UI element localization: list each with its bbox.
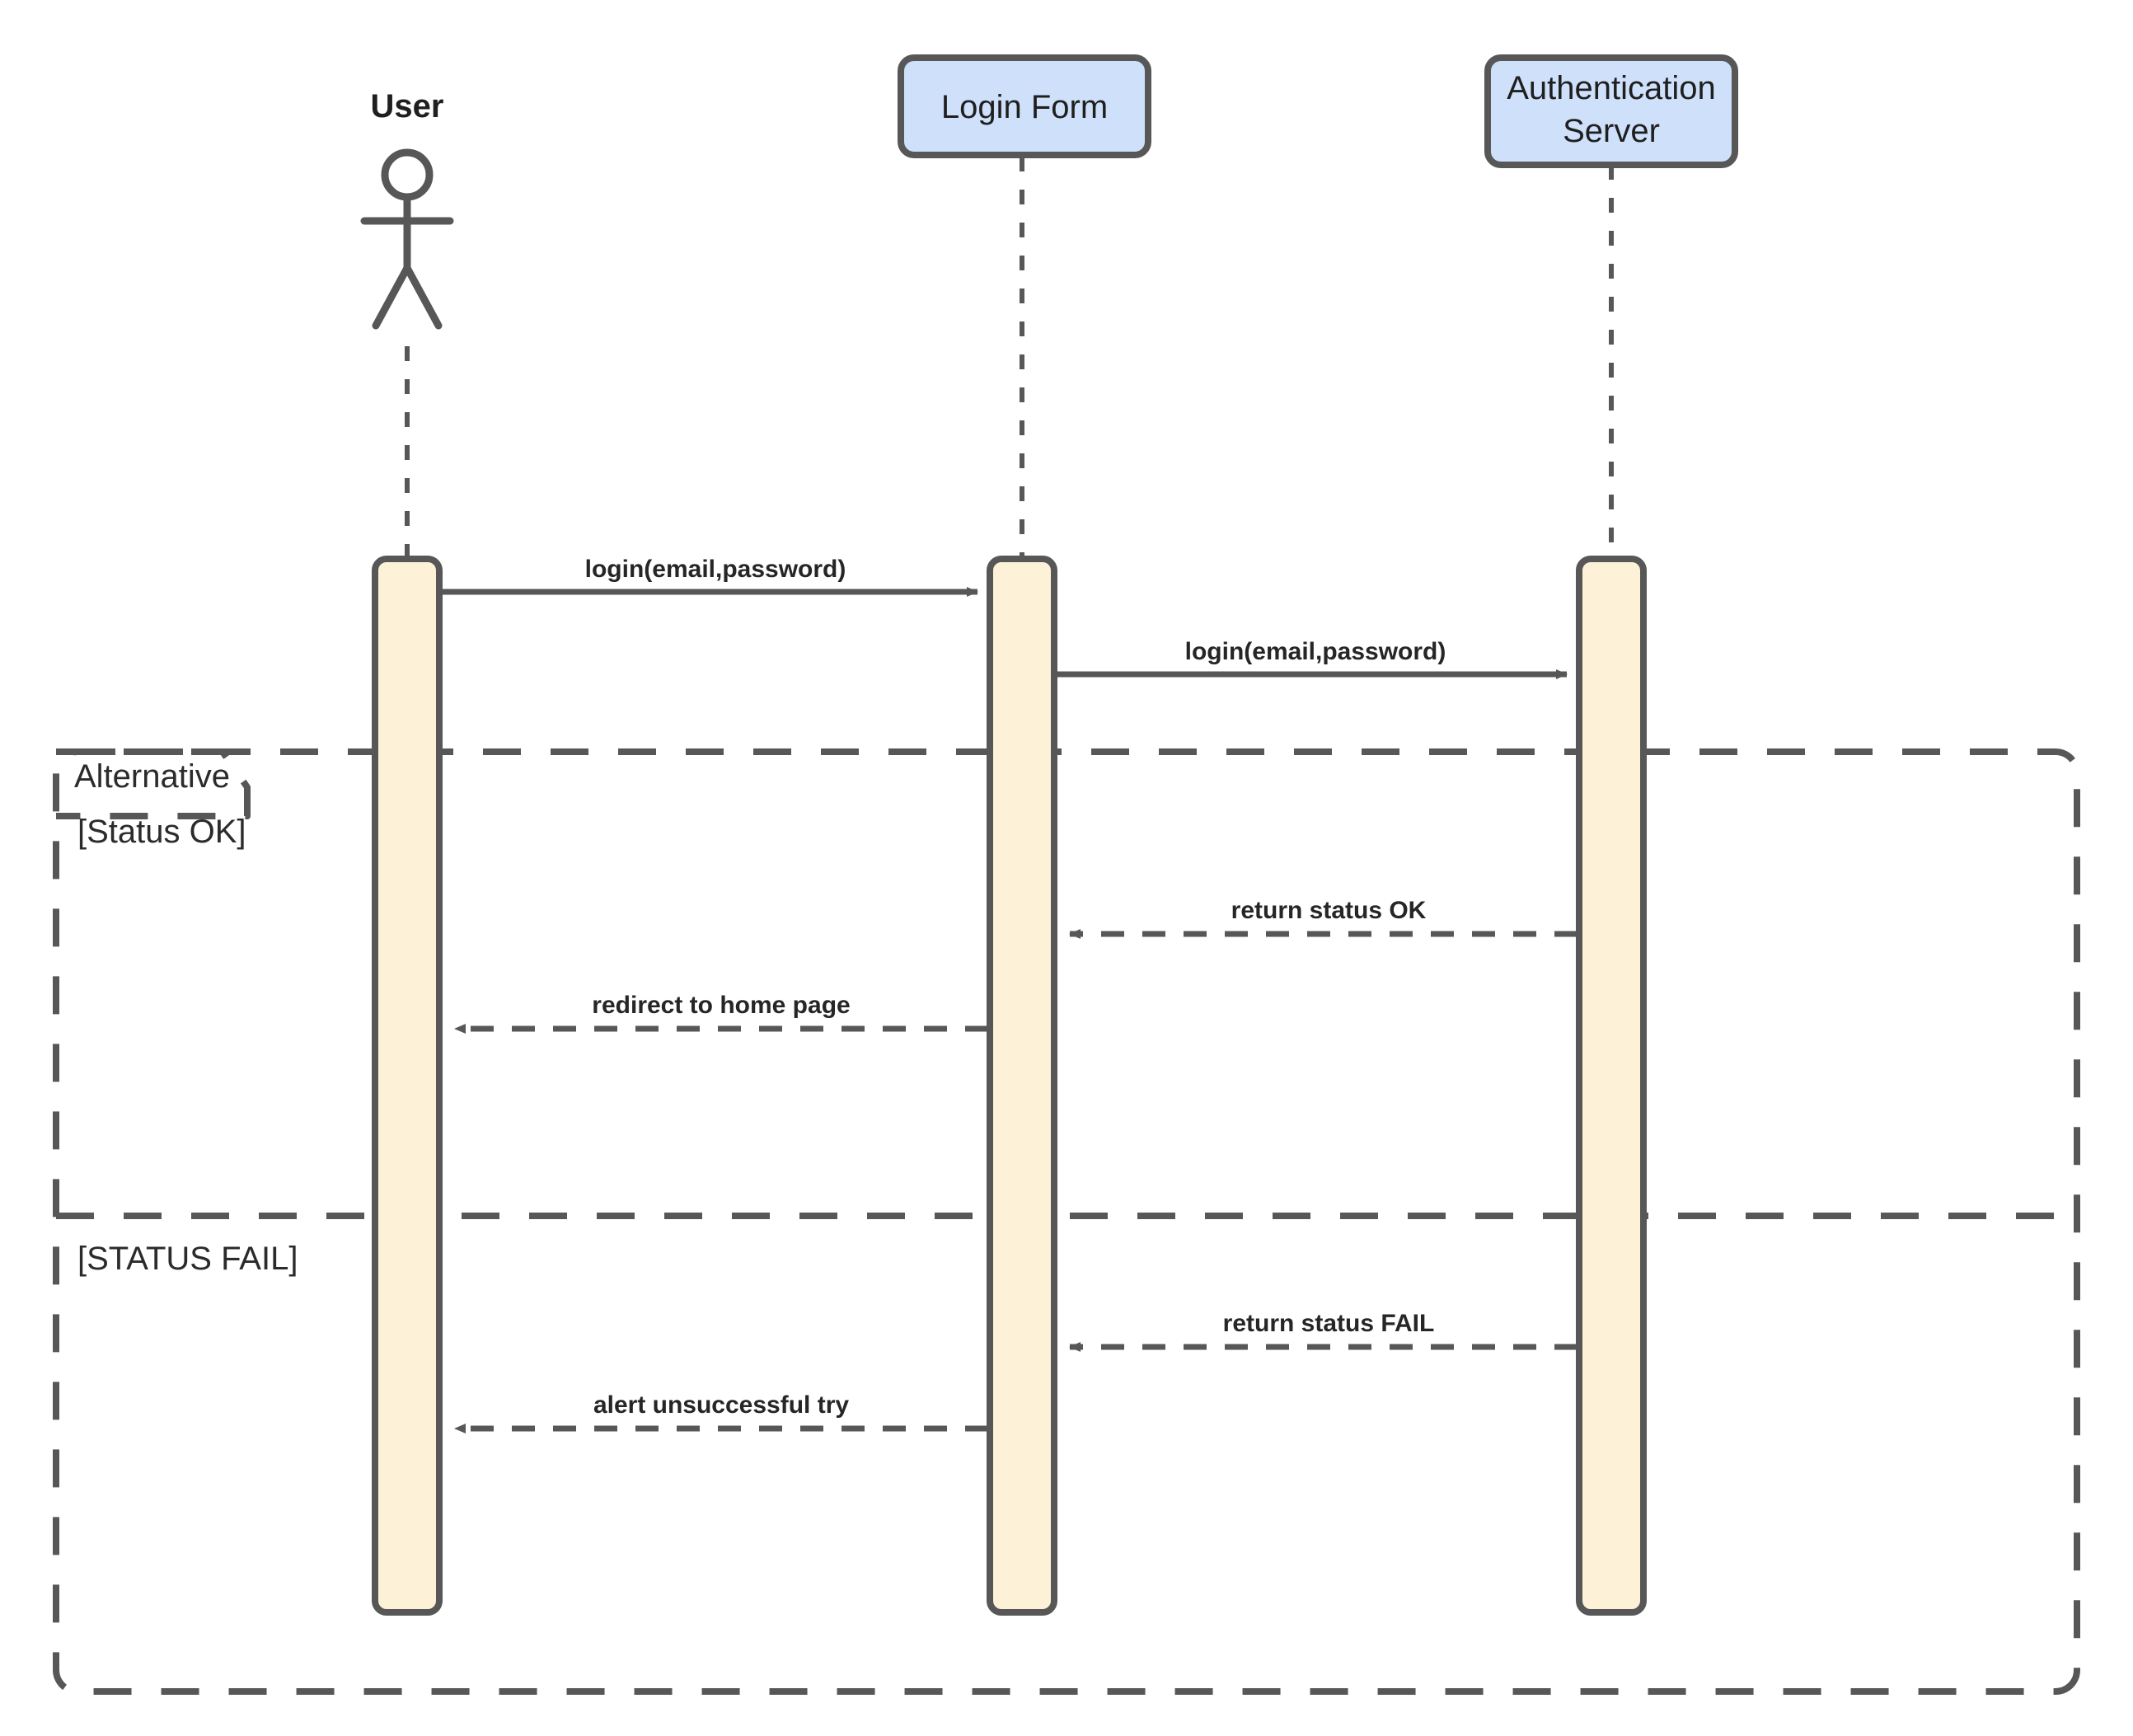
activation-bars	[372, 556, 1647, 1616]
message-login-user-to-form[interactable]: login(email,password)	[441, 556, 978, 597]
participant-label-auth-server-line2: Server	[1563, 113, 1660, 149]
message-label: login(email,password)	[1185, 638, 1446, 665]
message-redirect-home[interactable]: redirect to home page	[454, 992, 988, 1034]
message-alert-unsuccessful[interactable]: alert unsuccessful try	[454, 1391, 988, 1433]
participant-box-login-form[interactable]	[898, 54, 1151, 158]
participant-box-auth-server[interactable]	[1484, 54, 1738, 168]
message-login-form-to-auth[interactable]: login(email,password)	[1056, 638, 1568, 679]
alt-fragment-operator-tab	[56, 748, 251, 819]
lifelines	[405, 157, 1614, 577]
alt-guard-status-ok: [Status OK]	[77, 814, 246, 850]
participant-label-login-form: Login Form	[941, 89, 1108, 125]
activation-bar-auth-server[interactable]	[1576, 556, 1647, 1616]
message-label: return status OK	[1231, 897, 1427, 924]
participant-label-user: User	[371, 88, 444, 124]
message-label: login(email,password)	[585, 556, 846, 583]
actor-user-figure[interactable]	[360, 148, 454, 330]
alt-guard-status-fail: [STATUS FAIL]	[77, 1241, 298, 1277]
actor-head-icon	[381, 148, 434, 201]
actor-leg-right	[403, 264, 443, 330]
message-label: redirect to home page	[592, 992, 850, 1019]
message-label: alert unsuccessful try	[593, 1391, 849, 1419]
participant-label-auth-server-line1: Authentication	[1507, 70, 1716, 106]
activation-bar-user[interactable]	[372, 556, 443, 1616]
activation-bar-login-form[interactable]	[987, 556, 1057, 1616]
message-return-status-fail[interactable]: return status FAIL	[1069, 1310, 1577, 1352]
actor-leg-left	[372, 264, 411, 330]
participant-boxes	[898, 54, 1738, 168]
labels: User Login Form Authentication Server Al…	[74, 70, 1716, 1277]
message-return-status-ok[interactable]: return status OK	[1069, 897, 1577, 939]
alt-fragment-box[interactable]	[53, 748, 2080, 1695]
alt-fragment[interactable]	[53, 748, 2080, 1695]
message-label: return status FAIL	[1223, 1310, 1435, 1337]
messages: login(email,password) login(email,passwo…	[441, 556, 1577, 1433]
alt-fragment-operator-label: Alternative	[74, 758, 230, 795]
